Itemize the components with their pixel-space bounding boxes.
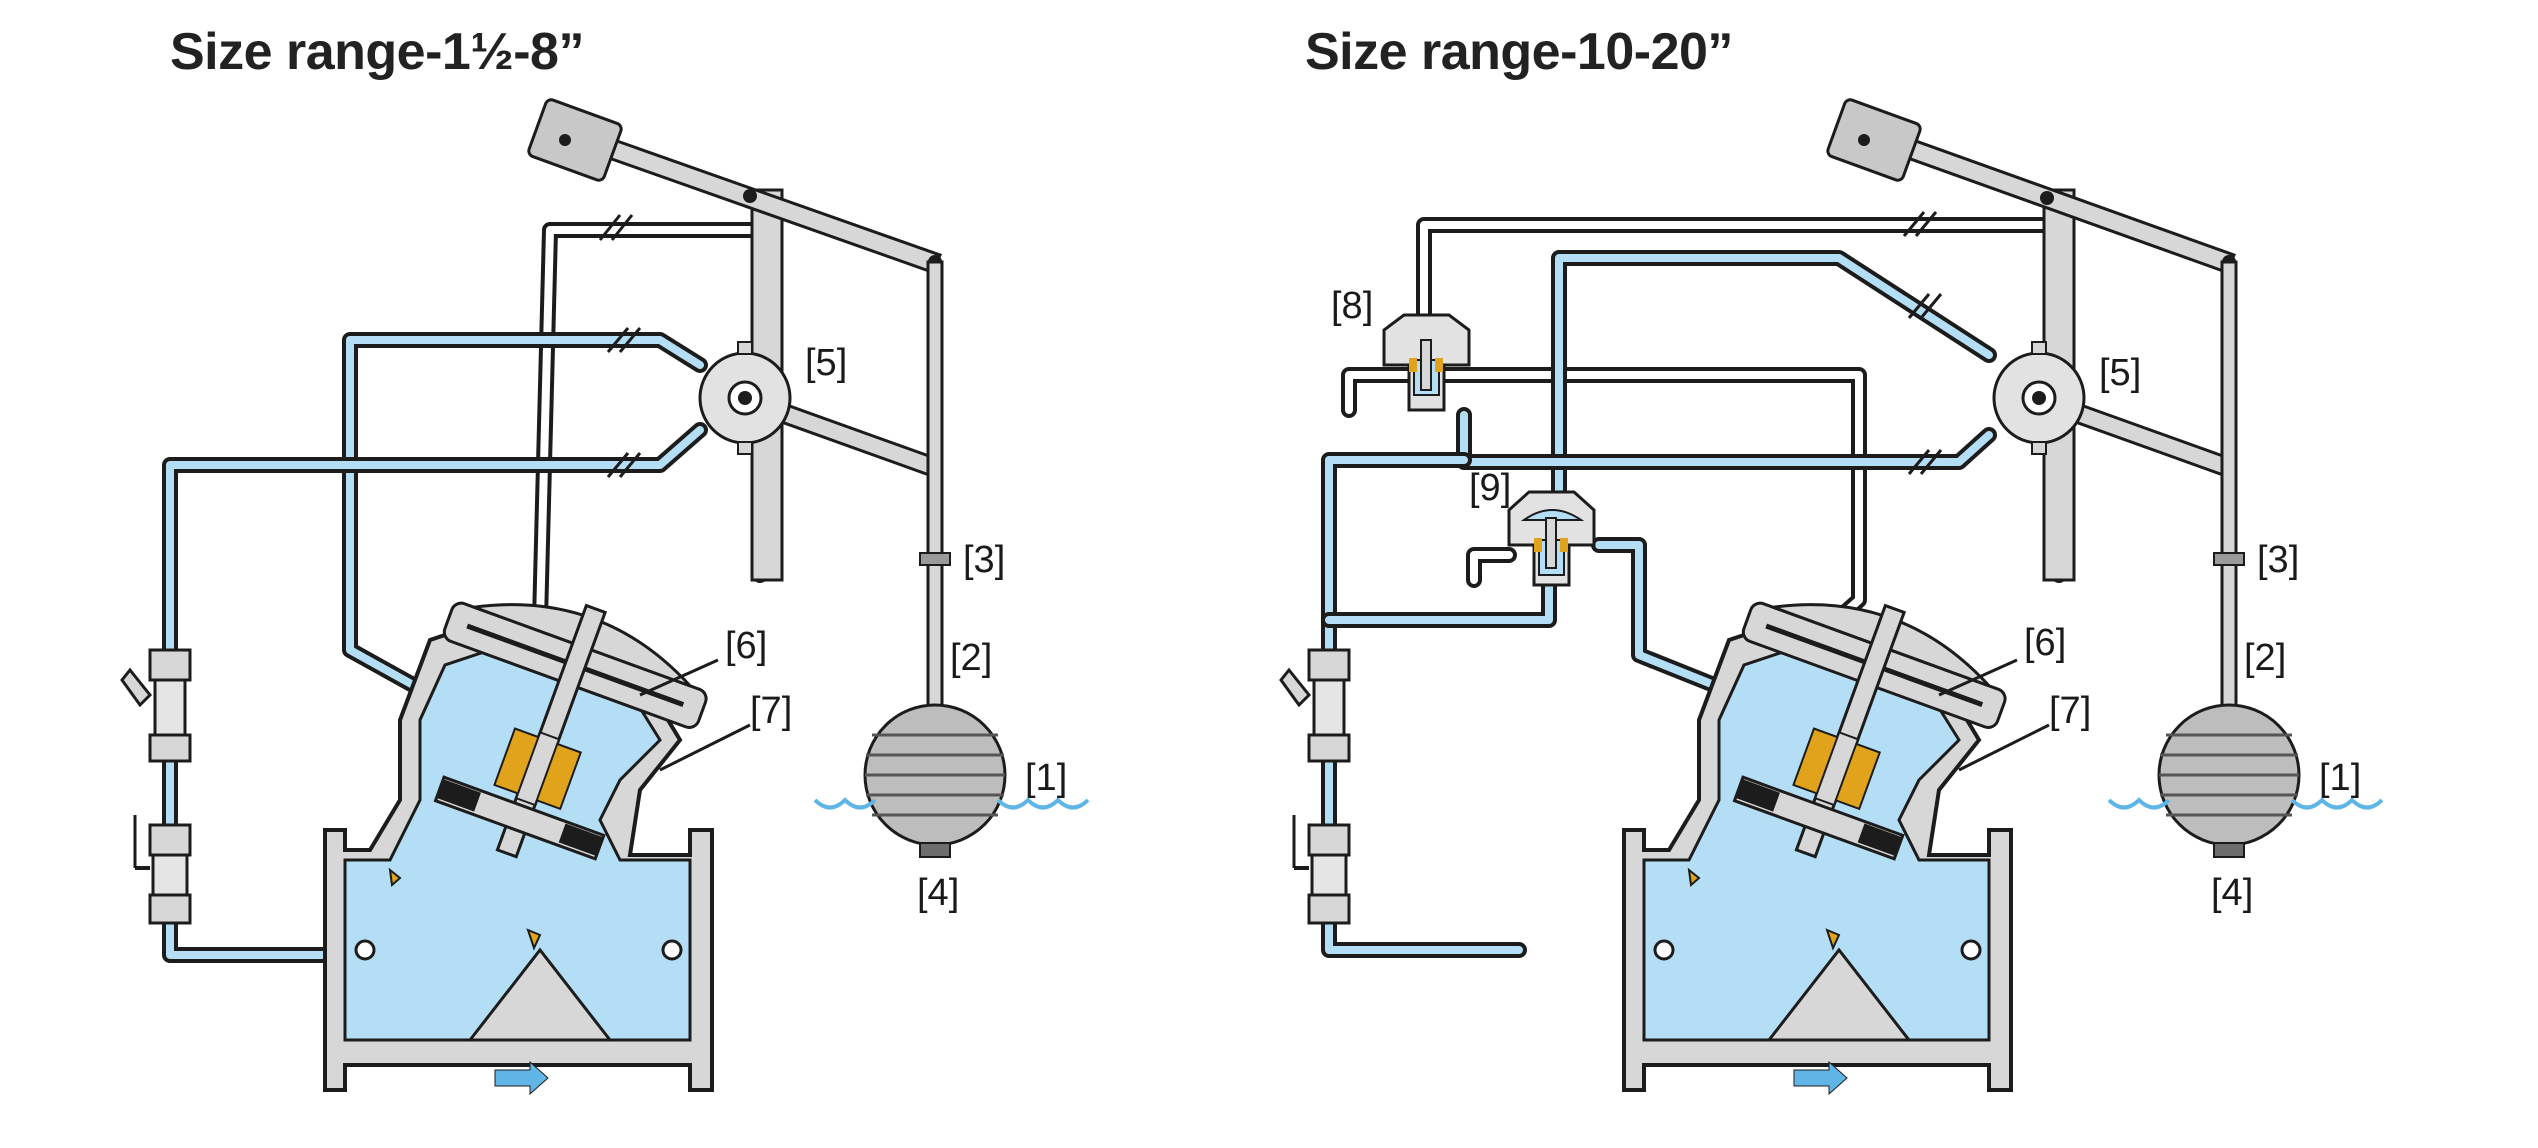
counterweight-arm [1826, 98, 2237, 274]
callout-rod: [2] [2244, 637, 2286, 679]
callout-float: [1] [1025, 757, 1067, 799]
callout-control-chamber: [7] [750, 690, 792, 732]
isolating-ball-valve [1292, 815, 1351, 925]
water-surface [2107, 797, 2384, 810]
pilot-line-upper [1341, 217, 2067, 648]
link-rod [926, 260, 944, 714]
pilot-valve [698, 341, 792, 455]
callout-pilot-valve: [5] [805, 342, 847, 384]
callout-relay-valve-8: [8] [1331, 285, 1373, 327]
supply-line [162, 332, 708, 963]
diagram-large-valve-drawing: [1] [2] [3] [4] [5] [6] [7] [8] [9] [1279, 98, 2384, 1096]
rod-stop-collar [919, 552, 951, 566]
valve-actuator [433, 601, 708, 861]
callout-leaders [639, 658, 751, 772]
isolating-ball-valve [133, 815, 192, 925]
relay-valve-9 [1507, 490, 1596, 587]
diagram-small-valve: [1] [2] [3] [4] [5] [6] [7] [120, 98, 1090, 1096]
pilot-valve [1992, 341, 2086, 455]
flow-direction-arrow [1793, 1060, 1848, 1096]
callout-leaders [1938, 658, 2050, 772]
callout-relay-valve-9: [9] [1469, 467, 1511, 509]
y-strainer [120, 648, 192, 763]
float-ball [863, 703, 1007, 858]
callout-stop: [4] [917, 872, 959, 914]
callout-actuator: [6] [725, 625, 767, 667]
pipe-break-marks [598, 214, 642, 478]
callout-rod: [2] [950, 637, 992, 679]
callout-collar: [3] [2257, 539, 2299, 581]
flow-direction-arrow [494, 1060, 549, 1096]
diagram-small-valve-drawing: [1] [2] [3] [4] [5] [6] [7] [120, 98, 1090, 1096]
callout-stop: [4] [2211, 872, 2253, 914]
callout-control-chamber: [7] [2049, 690, 2091, 732]
callout-actuator: [6] [2024, 622, 2066, 664]
size-range-large-title: Size range-10-20” [1305, 23, 1733, 81]
relay-valve-8 [1382, 313, 1471, 412]
callout-float: [1] [2319, 757, 2361, 799]
link-rod [2220, 260, 2238, 714]
counterweight-arm [527, 98, 943, 274]
pipe-break-marks [1902, 211, 1943, 475]
y-strainer [1279, 648, 1351, 763]
valve-actuator [1732, 601, 2007, 861]
rod-stop-collar [2213, 552, 2245, 566]
callout-collar: [3] [963, 539, 1005, 581]
water-surface [813, 797, 1090, 810]
size-range-small-title: Size range-1½-8” [170, 23, 584, 81]
diagram-large-valve: [1] [2] [3] [4] [5] [6] [7] [8] [9] [1269, 0, 2538, 1148]
callout-pilot-valve: [5] [2099, 352, 2141, 394]
float-ball [2157, 703, 2301, 858]
